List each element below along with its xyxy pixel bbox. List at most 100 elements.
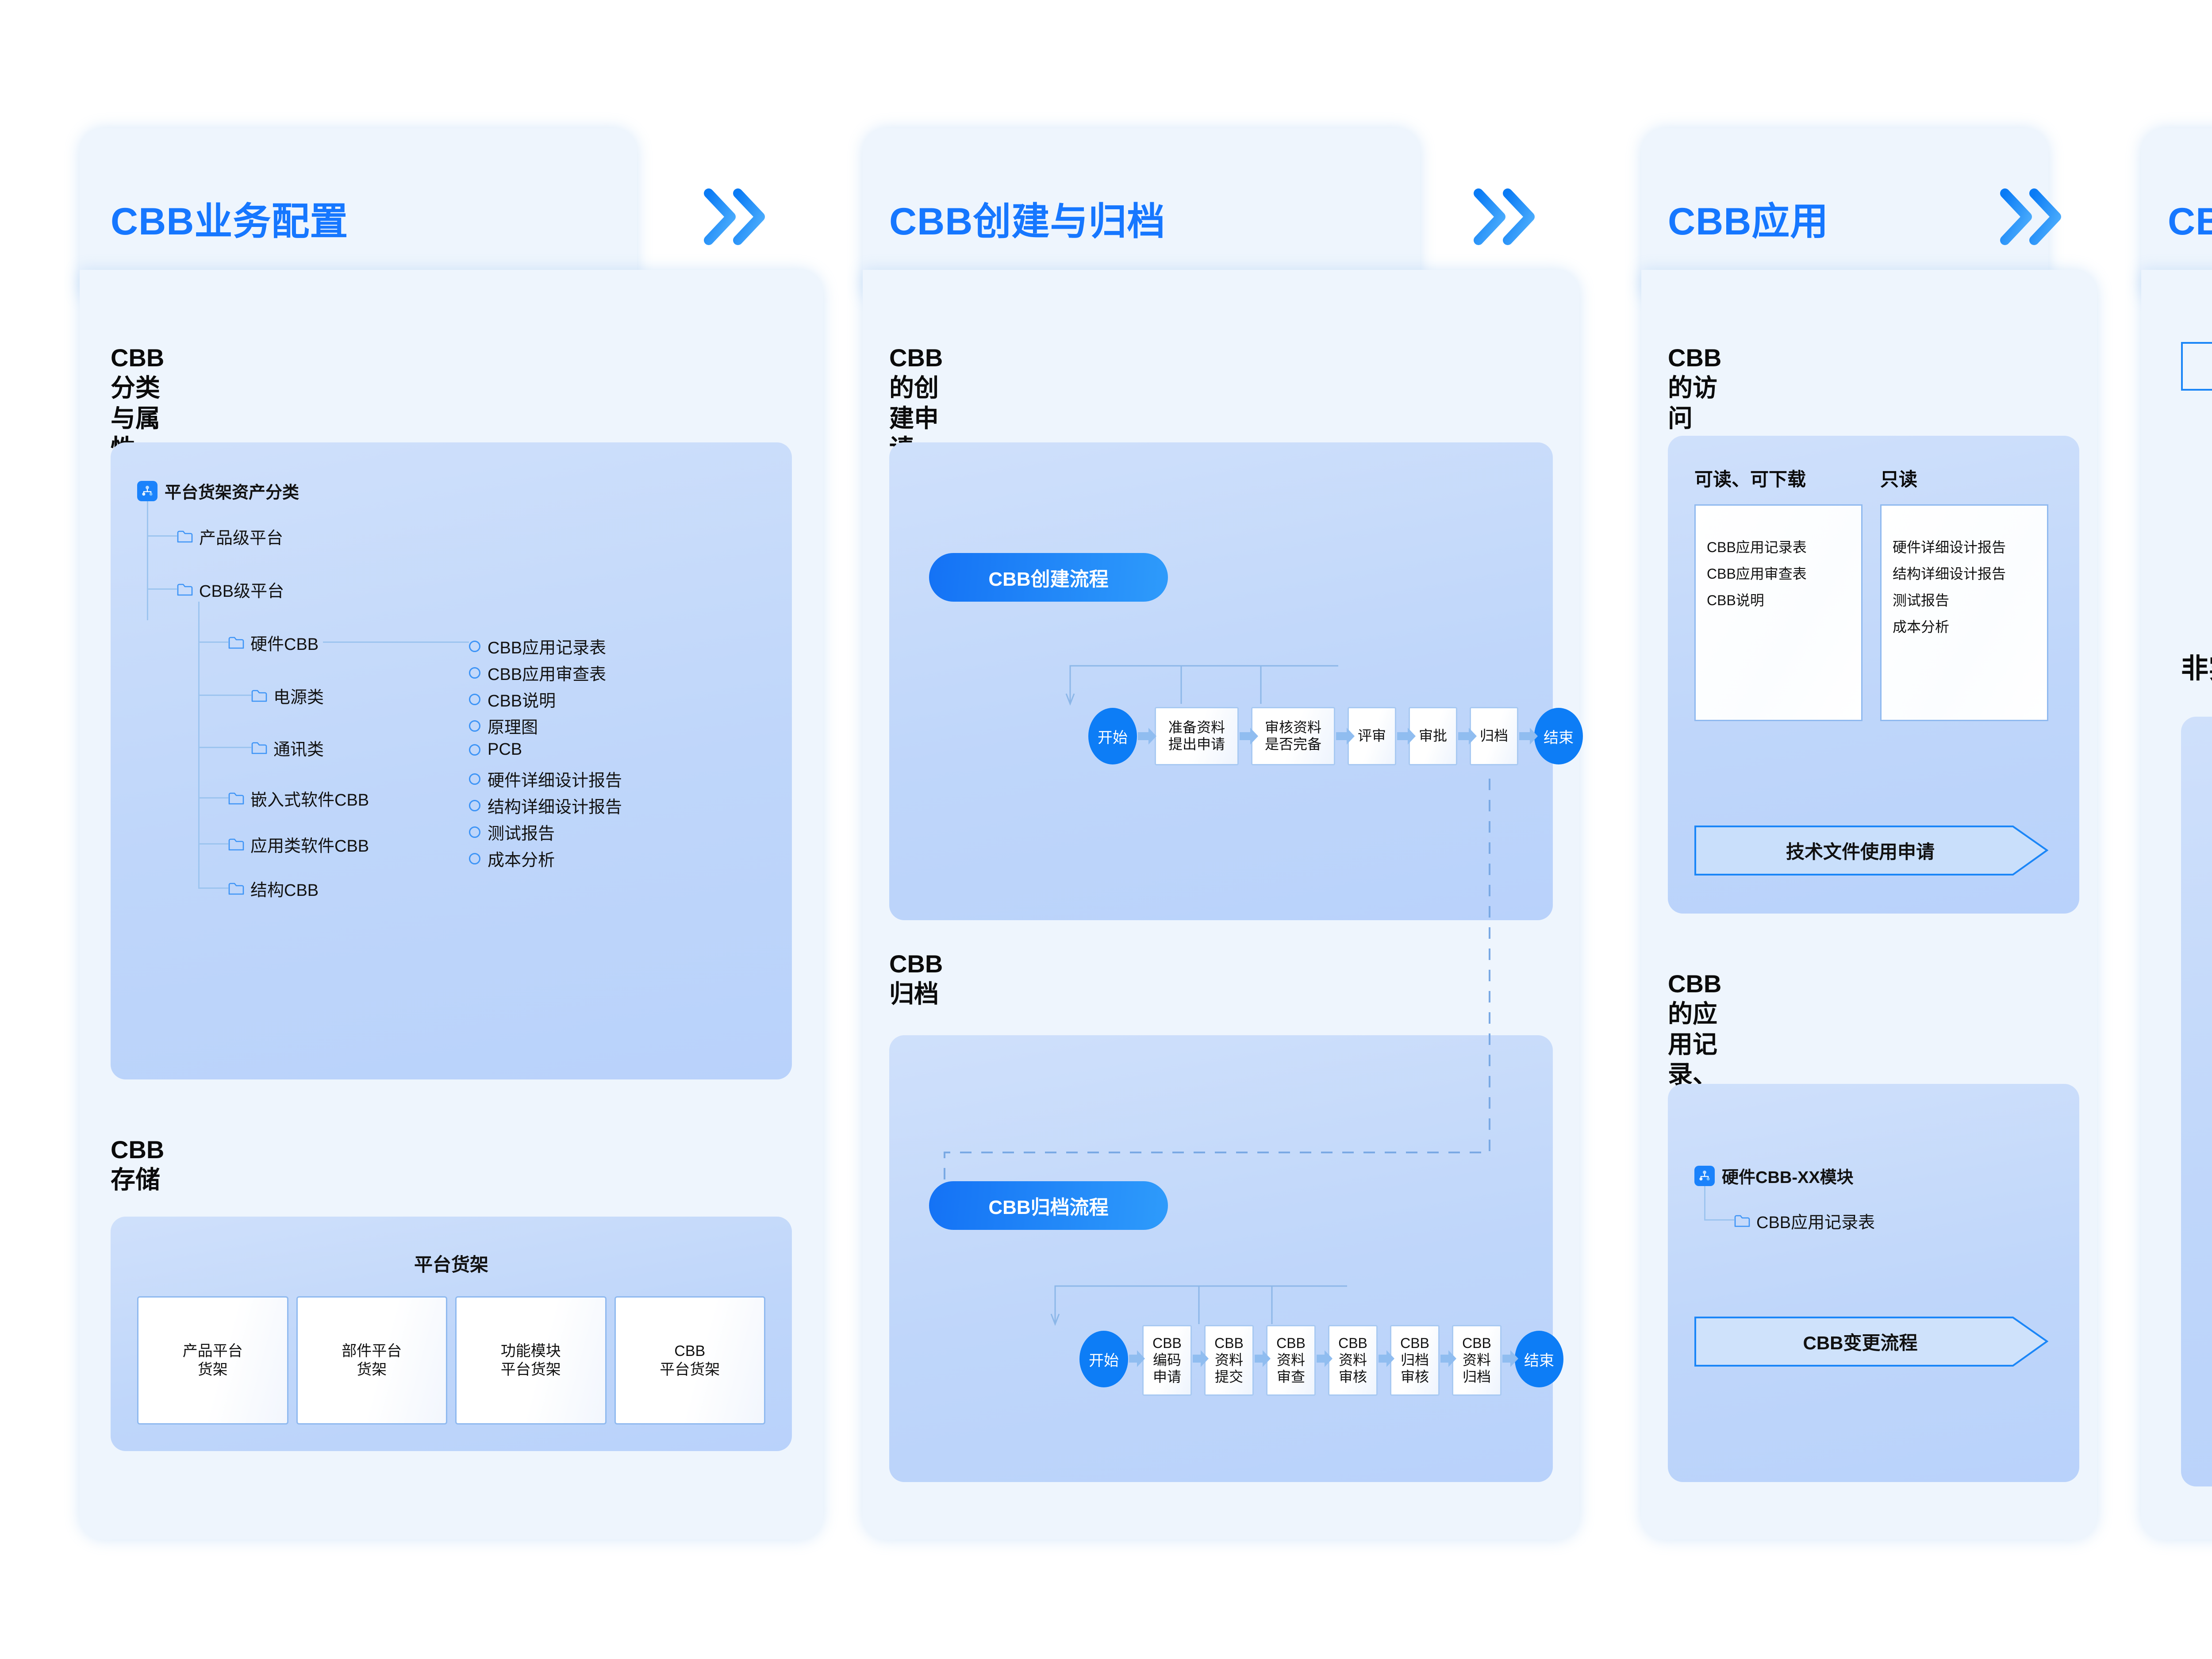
tree-node-root[interactable]: 平台货架资产分类	[137, 479, 299, 503]
bullet-circle-icon	[469, 826, 480, 838]
tree-node-structure-cbb[interactable]: 结构CBB	[228, 876, 319, 901]
list-item[interactable]: 结构详细设计报告	[469, 793, 622, 818]
flow-step-node[interactable]: CBB 资料 审查	[1266, 1325, 1316, 1396]
shelf-line1: CBB	[674, 1342, 706, 1359]
list-item[interactable]: 成本分析	[1893, 619, 1950, 635]
flow-arrows	[2181, 1310, 2212, 1486]
bullet-circle-icon	[469, 799, 480, 811]
tree-node-embedded-sw-cbb[interactable]: 嵌入式软件CBB	[228, 786, 369, 810]
shelf-item[interactable]: CBB 平台货架	[614, 1296, 765, 1425]
shelf-item[interactable]: 功能模块 平台货架	[455, 1296, 607, 1425]
cbb-archive-flow: 开始 CBB 编码 申请 CBB 资料 提交 CBB 资料 审查 CBB 资料 …	[889, 1265, 1563, 1460]
tree-node-power[interactable]: 电源类	[251, 684, 324, 708]
access-right-box	[1880, 504, 2048, 721]
list-item[interactable]: CBB应用记录表	[469, 634, 606, 658]
folder-icon	[177, 583, 193, 596]
node-label: 结束	[1524, 1352, 1554, 1369]
folder-icon	[228, 636, 244, 649]
tree-node-cbb-platform[interactable]: CBB级平台	[177, 577, 284, 602]
tree-node-record-table[interactable]: CBB应用记录表	[1734, 1209, 1875, 1233]
shelf-line1: 功能模块	[500, 1342, 561, 1359]
flow-step-node[interactable]: CBB 资料 提交	[1204, 1325, 1254, 1396]
flow-start-node[interactable]: 开始	[1088, 708, 1137, 764]
cbb-problem-report-banner[interactable]: CBB问题报告	[2181, 342, 2212, 391]
cbb-change-flow-banner[interactable]: CBB变更流程	[1694, 1316, 2048, 1367]
bullet-circle-icon	[469, 744, 480, 756]
list-item[interactable]: 测试报告	[469, 820, 555, 844]
folder-icon	[228, 882, 244, 895]
column2-title: CBB创建与归档	[889, 200, 1166, 243]
col3-record-card	[1668, 1084, 2079, 1482]
flow-start-node[interactable]: 开始	[1079, 1331, 1128, 1387]
tree-label: 结构CBB	[250, 881, 319, 900]
tree-root-label: 平台货架资产分类	[165, 484, 300, 502]
tree-label: 通讯类	[273, 741, 324, 759]
tree-node-hardware-cbb[interactable]: 硬件CBB	[228, 630, 319, 655]
tree-label: CBB级平台	[199, 582, 284, 601]
col2-create-card	[889, 442, 1553, 920]
tree-node-app-sw-cbb[interactable]: 应用类软件CBB	[228, 832, 369, 856]
flow-step-node[interactable]: CBB 归档 审核	[1390, 1325, 1440, 1396]
flow-rail-lines	[1065, 665, 1338, 706]
list-item[interactable]: 测试报告	[1893, 592, 1950, 608]
list-item[interactable]: 硬件详细设计报告	[1893, 539, 2006, 555]
flow-end-node[interactable]: 结束	[1534, 708, 1583, 764]
list-item[interactable]: PCB	[469, 740, 522, 759]
hierarchy-icon	[1694, 1165, 1715, 1186]
flow-step-node[interactable]: 准备资料 提出申请	[1155, 707, 1239, 765]
tree-node-hardware-module[interactable]: 硬件CBB-XX模块	[1694, 1164, 1854, 1188]
platform-shelf-group: 产品平台 货架 部件平台 货架 功能模块 平台货架 CBB 平台货架	[137, 1296, 765, 1425]
banner-label: CBB问题报告	[2181, 342, 2212, 391]
attribute-label: 硬件详细设计报告	[488, 772, 622, 790]
list-item[interactable]: CBB说明	[1707, 592, 1764, 608]
non-entity-change-label: 非实体类CBB变更	[2181, 653, 2212, 684]
platform-shelf-title: 平台货架	[414, 1254, 488, 1275]
flow-end-node[interactable]: 结束	[1515, 1331, 1563, 1387]
shelf-line2: 货架	[197, 1361, 228, 1378]
list-item[interactable]: CBB应用审查表	[469, 661, 606, 685]
hierarchy-icon	[137, 480, 157, 501]
attribute-label: CBB应用审查表	[488, 665, 607, 684]
list-item[interactable]: 硬件详细设计报告	[469, 767, 622, 791]
flow-arrows	[2181, 810, 2212, 969]
tree-label: CBB应用记录表	[1756, 1214, 1875, 1232]
dashed-connector	[944, 779, 1490, 1221]
flow-step-node[interactable]: 审批	[1409, 707, 1457, 765]
flow-rail-lines	[1050, 1285, 1347, 1326]
tree-label: 硬件CBB	[250, 635, 319, 654]
list-item[interactable]: 原理图	[469, 714, 538, 738]
tech-doc-request-banner[interactable]: 技术文件使用申请	[1694, 825, 2048, 876]
col4-change-card	[2181, 717, 2212, 1486]
cbb-create-flow: 开始 准备资料 提出申请 审核资料 是否完备 评审 审批 归档 结束	[889, 641, 1583, 827]
list-item[interactable]: CBB应用审查表	[1707, 566, 1807, 582]
list-item[interactable]: 结构详细设计报告	[1893, 566, 2006, 582]
shelf-item[interactable]: 产品平台 货架	[137, 1296, 288, 1425]
flow-step-node[interactable]: CBB 资料 审核	[1328, 1325, 1378, 1396]
shelf-line1: 产品平台	[182, 1342, 243, 1359]
col1-section2-title: CBB存储	[111, 1136, 165, 1194]
tree-node-product-platform[interactable]: 产品级平台	[177, 524, 283, 549]
shelf-line2: 平台货架	[500, 1361, 561, 1378]
flow-step-node[interactable]: 归档	[1470, 707, 1518, 765]
bullet-circle-icon	[469, 720, 480, 732]
shelf-line2: 货架	[357, 1361, 387, 1378]
bullet-circle-icon	[469, 773, 480, 785]
flow-step-node[interactable]: 审核资料 是否完备	[1251, 707, 1335, 765]
column4-title: CBB变更	[2168, 200, 2212, 243]
list-item[interactable]: CBB说明	[469, 687, 556, 711]
list-item[interactable]: 成本分析	[469, 846, 555, 871]
list-item[interactable]: CBB应用记录表	[1707, 539, 1807, 555]
folder-icon	[1734, 1214, 1750, 1228]
tree-node-comm[interactable]: 通讯类	[251, 736, 324, 760]
node-label: 开始	[1089, 1352, 1119, 1369]
bullet-circle-icon	[469, 667, 480, 679]
banner-label: 技术文件使用申请	[1786, 841, 1935, 862]
col2-archive-card	[889, 1035, 1553, 1482]
flow-step-node[interactable]: CBB 编码 申请	[1142, 1325, 1192, 1396]
attribute-label: 成本分析	[488, 851, 555, 870]
column3-title: CBB应用	[1668, 200, 1829, 243]
tree-label: 硬件CBB-XX模块	[1722, 1168, 1854, 1187]
shelf-item[interactable]: 部件平台 货架	[296, 1296, 447, 1425]
